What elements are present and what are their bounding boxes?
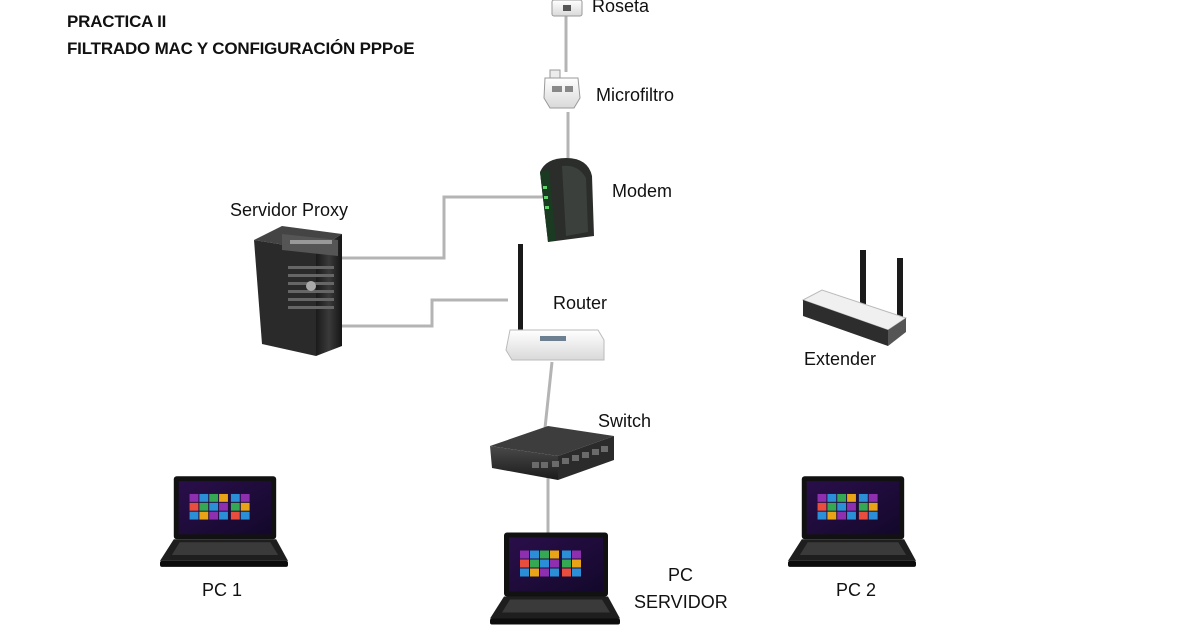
- label-roseta: Roseta: [592, 0, 650, 16]
- modem-icon: [540, 158, 594, 242]
- network-switch-icon: [490, 426, 614, 480]
- label-modem: Modem: [612, 181, 673, 201]
- router-icon: [505, 244, 605, 361]
- label-pc-servidor-line2: SERVIDOR: [634, 592, 728, 612]
- label-servidor-proxy: Servidor Proxy: [230, 200, 349, 220]
- label-microfiltro: Microfiltro: [596, 85, 675, 105]
- laptop-icon: [160, 476, 288, 567]
- laptop-icon: [788, 476, 916, 567]
- microfilter-icon: [543, 69, 581, 109]
- laptop-icon: [490, 532, 620, 625]
- wall-socket-icon: [551, 0, 583, 17]
- label-switch: Switch: [598, 411, 652, 431]
- diagram-title-line1: PRACTICA II: [67, 12, 167, 31]
- server-tower-icon: [254, 226, 342, 356]
- cable-router-switch: [543, 361, 554, 429]
- label-pc2: PC 2: [836, 580, 877, 600]
- cable-modem-proxy: [342, 195, 545, 260]
- label-pc-servidor-line1: PC: [668, 565, 694, 585]
- wifi-extender-icon: [801, 250, 908, 346]
- label-extender: Extender: [804, 349, 877, 369]
- label-pc1: PC 1: [202, 580, 243, 600]
- cable-proxy-router: [342, 298, 508, 328]
- label-router: Router: [553, 293, 608, 313]
- diagram-title-line2: FILTRADO MAC Y CONFIGURACIÓN PPPoE: [67, 39, 415, 58]
